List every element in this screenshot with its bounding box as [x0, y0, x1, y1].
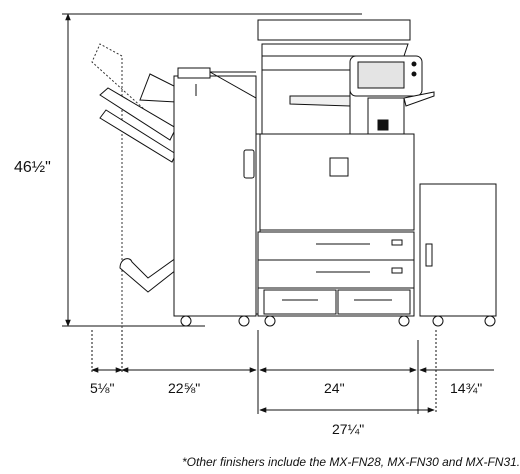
large-capacity-tray	[419, 183, 497, 327]
copier-wheel	[264, 315, 276, 327]
side-width-label: 14¾"	[450, 380, 483, 396]
document-feeder	[257, 19, 411, 41]
finisher-unit	[91, 43, 257, 368]
finisher-wheel	[180, 315, 192, 327]
main-width-label: 24"	[324, 380, 345, 396]
front-panel-square	[329, 157, 349, 177]
footnote: *Other finishers include the MX-FN28, MX…	[182, 455, 520, 469]
copier-wheel	[398, 315, 410, 327]
extended-tray-outline	[91, 43, 146, 368]
status-block	[377, 119, 389, 131]
bottom-tray	[119, 257, 177, 293]
finisher-width-label: 22⅝"	[168, 380, 201, 396]
control-panel	[349, 55, 423, 97]
offset-left-label: 5⅛"	[90, 380, 115, 396]
finisher-body	[173, 75, 257, 317]
copier-dimension-diagram	[62, 13, 497, 414]
total-depth-label: 27¼"	[332, 421, 365, 437]
paper-tray-2	[257, 259, 415, 289]
upper-tray	[139, 73, 179, 103]
touchscreen	[357, 61, 405, 89]
paper-tray-1	[257, 231, 415, 261]
width-dimensions	[91, 330, 494, 414]
finisher-wheel	[238, 315, 250, 327]
copier-body	[257, 133, 415, 231]
height-dimension-label: 46½"	[14, 159, 51, 176]
main-copier	[243, 19, 435, 327]
height-dimension	[62, 13, 362, 327]
